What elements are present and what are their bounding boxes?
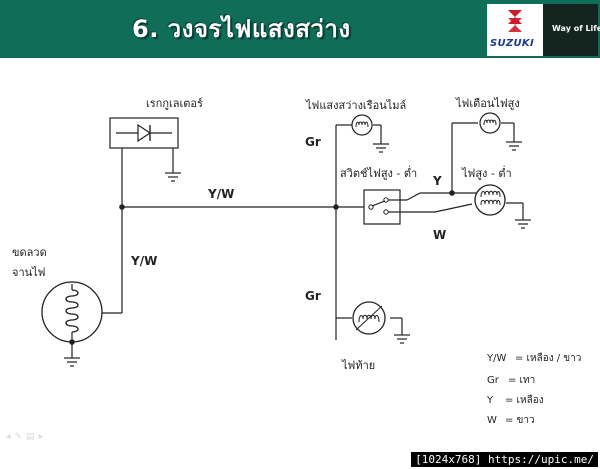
ground-icon bbox=[64, 357, 80, 367]
alternator-coil bbox=[41, 281, 103, 358]
high-beam-indicator-lamp bbox=[479, 112, 501, 134]
legend-meaning: = เหลือง bbox=[505, 394, 544, 406]
legend-code: Y/W bbox=[486, 353, 506, 364]
brand-name: SUZUKI bbox=[490, 38, 534, 49]
slideshow-toolbar[interactable]: ◂✎▤▸ bbox=[6, 432, 47, 442]
legend-meaning: = เทา bbox=[508, 375, 535, 386]
ground-icon bbox=[373, 143, 389, 153]
wire-label-gr: Gr bbox=[305, 135, 321, 149]
slide-header: 6. วงจรไฟแสงสว่าง SUZUKI Way of Life! bbox=[0, 0, 600, 58]
high-beam-indicator-label: ไฟเตือนไฟสูง bbox=[455, 97, 520, 110]
rectifier-label: เรกกูเลเตอร์ bbox=[146, 97, 203, 110]
legend-code: Gr bbox=[487, 375, 500, 386]
brand-slogan: Way of Life! bbox=[552, 24, 600, 33]
wire-label-yw: Y/W bbox=[130, 254, 157, 268]
slogan-box: Way of Life! bbox=[543, 4, 600, 56]
lighting-circuit-diagram: เรกกูเลเตอร์ ขดลวด จานไฟ ไฟแสงสว่างเรือน… bbox=[12, 97, 581, 426]
wire-color-legend: Y/W = เหลือง / ขาว Gr = เทา Y = เหลือง W… bbox=[486, 352, 581, 426]
arrow-left-icon[interactable]: ◂ bbox=[6, 432, 15, 442]
arrow-right-icon[interactable]: ▸ bbox=[38, 432, 48, 442]
rectifier bbox=[109, 117, 179, 149]
ground-icon bbox=[394, 334, 410, 344]
slide-title: 6. วงจรไฟแสงสว่าง bbox=[132, 15, 351, 43]
ground-icon bbox=[165, 172, 181, 182]
dimmer-switch-label: สวิตช์ไฟสูง - ต่ำ bbox=[340, 165, 417, 180]
legend-code: W bbox=[487, 415, 497, 426]
tail-lamp-label: ไฟท้าย bbox=[341, 359, 375, 372]
menu-icon[interactable]: ▤ bbox=[26, 432, 39, 442]
legend-meaning: = ขาว bbox=[505, 415, 535, 426]
coil-icon bbox=[65, 289, 79, 333]
alternator-label: ขดลวด bbox=[12, 246, 47, 259]
alternator-label: จานไฟ bbox=[12, 266, 45, 279]
legend-meaning: = เหลือง / ขาว bbox=[515, 352, 581, 364]
meter-lamp bbox=[351, 114, 373, 136]
suzuki-logo: SUZUKI bbox=[487, 4, 543, 56]
watermark: [1024x768] https://upic.me/ bbox=[411, 452, 598, 467]
legend-code: Y bbox=[486, 395, 494, 406]
meter-lamp-label: ไฟแสงสว่างเรือนไมล์ bbox=[305, 99, 406, 112]
ground-icon bbox=[515, 219, 531, 229]
wire-label-yw: Y/W bbox=[207, 187, 234, 201]
wire-label-gr: Gr bbox=[305, 289, 321, 303]
junction-dot bbox=[333, 204, 339, 210]
suzuki-s-icon bbox=[508, 10, 522, 32]
wire-label-y: Y bbox=[432, 174, 442, 188]
diode-icon bbox=[137, 123, 152, 143]
headlamp bbox=[474, 184, 506, 216]
headlamp-label: ไฟสูง - ต่ำ bbox=[461, 165, 512, 180]
tail-lamp bbox=[352, 301, 386, 335]
ground-icon bbox=[506, 141, 522, 151]
junction-dot bbox=[449, 190, 455, 196]
dimmer-switch bbox=[363, 189, 401, 225]
pen-icon[interactable]: ✎ bbox=[14, 432, 27, 442]
wire-label-w: W bbox=[433, 228, 446, 242]
junction-dot bbox=[119, 204, 125, 210]
